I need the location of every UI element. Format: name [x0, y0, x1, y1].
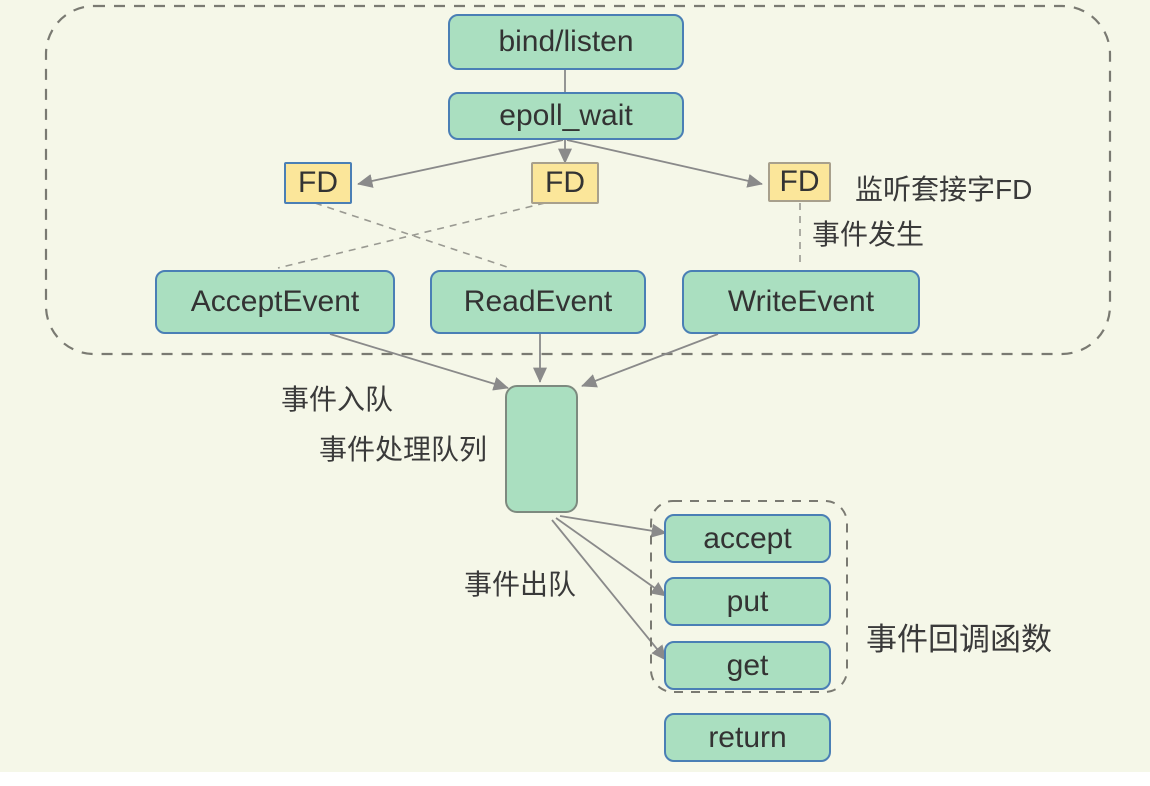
node-write-event-label: WriteEvent: [727, 285, 875, 318]
node-epoll-wait-label: epoll_wait: [499, 99, 633, 132]
node-fd-2[interactable]: FD: [531, 162, 599, 204]
node-fd-2-label: FD: [545, 166, 585, 199]
node-put-label: put: [726, 584, 769, 618]
node-put[interactable]: put: [664, 577, 831, 626]
node-fd-3-label: FD: [779, 165, 820, 198]
node-accept[interactable]: accept: [664, 514, 831, 563]
edge-queue-to-accept: [559, 515, 667, 538]
edge-fd2-to-acceptevent: [277, 202, 546, 269]
label-event-callbacks: 事件回调函数: [866, 622, 1052, 657]
node-accept-event-label: AcceptEvent: [190, 285, 360, 318]
node-return[interactable]: return: [664, 713, 831, 762]
node-fd-3[interactable]: FD: [768, 162, 831, 202]
node-bind-listen-label: bind/listen: [498, 25, 634, 58]
node-get[interactable]: get: [664, 641, 831, 690]
label-event-dequeue: 事件出队: [464, 569, 577, 600]
edge-fd1-to-readevent: [314, 202, 511, 269]
node-read-event[interactable]: ReadEvent: [430, 270, 646, 334]
node-read-event-label: ReadEvent: [463, 285, 613, 318]
label-listen-socket-fd: 监听套接字FD: [855, 174, 1033, 205]
label-event-enqueue: 事件入队: [281, 384, 394, 415]
node-epoll-wait[interactable]: epoll_wait: [448, 92, 684, 140]
node-event-queue[interactable]: [505, 385, 578, 513]
label-event-occurs: 事件发生: [812, 219, 925, 250]
label-event-queue: 事件处理队列: [319, 434, 488, 465]
node-get-label: get: [726, 648, 769, 682]
edge-writeevent-to-queue: [581, 333, 719, 388]
node-accept-event[interactable]: AcceptEvent: [155, 270, 395, 334]
node-bind-listen[interactable]: bind/listen: [448, 14, 684, 70]
node-return-label: return: [708, 720, 787, 754]
bottom-white-strip: [0, 772, 1150, 786]
node-accept-label: accept: [703, 521, 792, 555]
node-fd-1[interactable]: FD: [284, 162, 352, 204]
node-fd-1-label: FD: [298, 166, 338, 199]
node-write-event[interactable]: WriteEvent: [682, 270, 920, 334]
